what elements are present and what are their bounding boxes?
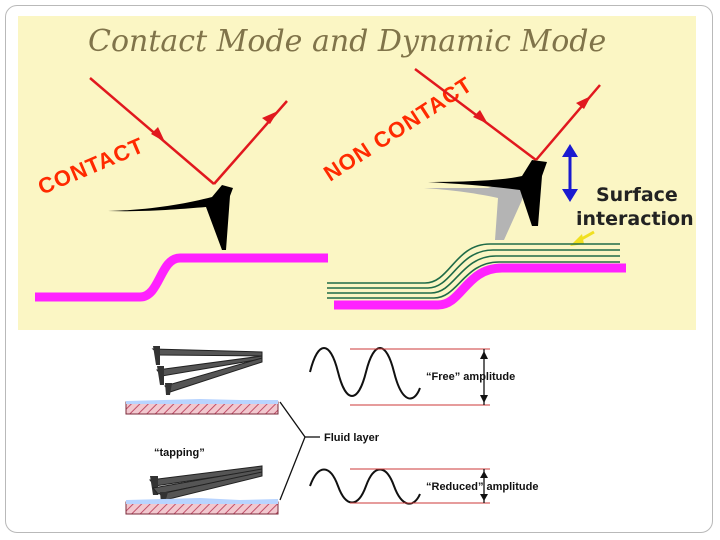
- free-amplitude-wave: [309, 347, 421, 400]
- tapping-mode-diagram: “tapping” Fluid layer “Free” amplitude “…: [125, 346, 538, 515]
- page-title: Contact Mode and Dynamic Mode: [88, 24, 606, 59]
- reduced-amplitude-wave: [309, 468, 421, 505]
- tapping-label: “tapping”: [154, 447, 205, 459]
- free-amplitude-label: “Free” amplitude: [426, 371, 515, 383]
- cantilever: [108, 185, 233, 250]
- arrow-head-up: [562, 144, 578, 157]
- surface-interaction-label-line2: interaction: [576, 208, 694, 230]
- cantilever-oscillation-ghost: [424, 174, 528, 240]
- fluid-layer-reduced: [126, 498, 278, 504]
- fluid-layer-label: Fluid layer: [324, 432, 380, 444]
- surface-interaction-label-line1: Surface: [596, 184, 678, 206]
- slide-frame: [5, 5, 713, 533]
- free-cantilever-group: [151, 346, 263, 395]
- reduced-amplitude-label: “Reduced” amplitude: [426, 481, 538, 493]
- fluid-layer-free: [126, 399, 278, 404]
- reduced-cantilever-group: [149, 465, 263, 503]
- laser-arrowhead-incident: [151, 127, 165, 142]
- fluid-layer-connector: [279, 401, 306, 501]
- laser-beam-incident: [89, 77, 215, 185]
- laser-arrowhead-incident-nc: [473, 110, 488, 124]
- sample-surface-nc: [334, 263, 626, 310]
- pointer-arrow-head: [570, 234, 584, 246]
- interaction-field-lines: [327, 243, 620, 299]
- top-panel: [18, 16, 696, 330]
- sample-surface: [35, 253, 328, 302]
- laser-arrowhead-reflected-nc: [576, 96, 591, 109]
- laser-arrowhead-reflected: [262, 111, 278, 124]
- arrow-head-down: [562, 189, 578, 202]
- cantilever-nc: [428, 160, 547, 226]
